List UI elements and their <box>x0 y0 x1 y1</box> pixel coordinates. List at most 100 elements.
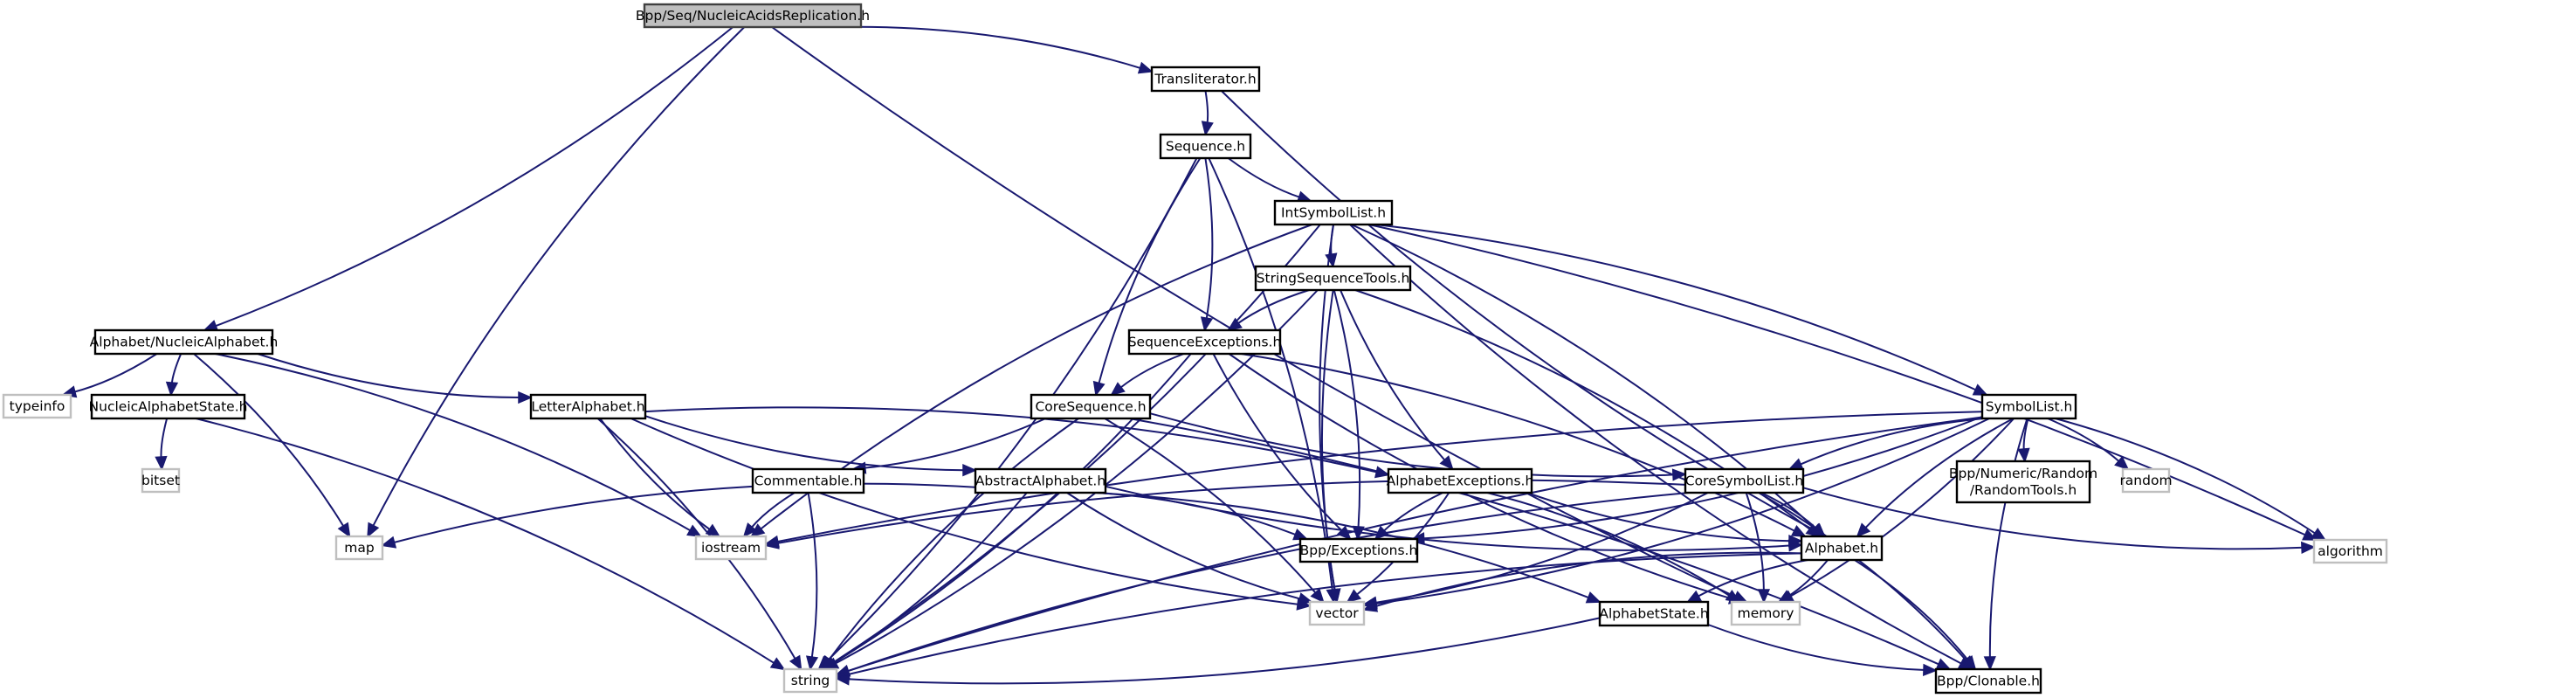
node-label: string <box>791 673 830 688</box>
node-label: AlphabetState.h <box>1599 606 1708 622</box>
arrowhead-coresequence-to-clonable <box>1935 658 1952 670</box>
edge-alphabet-to-clonable <box>1854 559 1970 662</box>
node-box-clonable[interactable] <box>1934 667 2042 695</box>
node-box-alphabetexceptions[interactable] <box>1387 467 1533 494</box>
edge-symbollist-to-algorithm <box>2055 418 2318 536</box>
node-label: Alphabet.h <box>1805 541 1878 556</box>
edge-coresequence-to-vector <box>1104 418 1318 595</box>
node-box-bitset <box>141 467 181 494</box>
node-abstractalphabet[interactable]: AbstractAlphabet.h <box>974 467 1107 494</box>
edge-sequence-to-coresequence <box>1098 157 1202 385</box>
node-box-alphabet[interactable] <box>1800 535 1884 562</box>
edge-commentable-to-string <box>807 492 818 660</box>
node-box-nucleicalphabetstate[interactable] <box>90 393 246 420</box>
node-box-coresymbollist[interactable] <box>1684 467 1805 494</box>
node-letteralphabet[interactable]: LetterAlphabet.h <box>529 393 647 420</box>
node-label: vector <box>1315 605 1359 621</box>
edge-letteralphabet-to-vector <box>630 418 1300 605</box>
node-label: map <box>344 540 374 556</box>
node-box-transliterator[interactable] <box>1150 66 1261 93</box>
node-box-randomtools[interactable] <box>1955 460 2091 504</box>
edge-alphabetstate-to-string <box>846 617 1601 685</box>
node-box-symbollist[interactable] <box>1980 393 2077 420</box>
arrowhead-symbollist-to-algorithm <box>2311 527 2327 542</box>
node-box-abstractalphabet[interactable] <box>974 467 1107 494</box>
arrowhead-alphabet-to-alphabetstate <box>1686 590 1703 603</box>
edge-stringsequencetools-to-alphabet <box>1354 289 1812 531</box>
node-box-letteralphabet[interactable] <box>529 393 647 420</box>
node-intsymbollist[interactable]: IntSymbolList.h <box>1273 199 1394 226</box>
node-sequence[interactable]: Sequence.h <box>1159 133 1252 160</box>
edge-nucleicalphabet-to-nucleicalphabetstate <box>170 353 183 385</box>
node-box-iostream <box>694 535 768 561</box>
node-box-alphabetstate[interactable] <box>1598 600 1710 627</box>
node-label: Bpp/Clonable.h <box>1937 674 2040 689</box>
edge-symbollist-to-coresymbollist <box>1798 418 1984 466</box>
node-box-coresequence[interactable] <box>1030 393 1152 420</box>
node-box-random <box>2121 467 2171 494</box>
node-transliterator[interactable]: Transliterator.h <box>1150 66 1261 93</box>
node-box-root[interactable] <box>643 3 863 29</box>
node-label: AbstractAlphabet.h <box>975 473 1105 489</box>
node-alphabetstate[interactable]: AlphabetState.h <box>1598 600 1710 627</box>
edge-coresequence-to-commentable <box>863 418 1047 469</box>
node-box-typeinfo <box>2 393 72 419</box>
node-clonable[interactable]: Bpp/Clonable.h <box>1934 667 2042 695</box>
node-iostream: iostream <box>694 535 768 561</box>
edge-intsymbollist-to-symbollist <box>1375 224 1978 391</box>
arrowhead-alphabet-to-memory <box>1777 590 1794 603</box>
arrowhead-commentable-to-iostream <box>742 522 757 538</box>
node-stringsequencetools[interactable]: StringSequenceTools.h <box>1254 265 1412 292</box>
node-random: random <box>2119 467 2173 494</box>
node-root[interactable]: Bpp/Seq/NucleicAcidsReplication.h <box>636 3 870 29</box>
node-coresequence[interactable]: CoreSequence.h <box>1030 393 1152 420</box>
arrowhead-intsymbollist-to-symbollist <box>1972 384 1988 396</box>
arrowhead-coresymbollist-to-memory <box>1757 589 1771 604</box>
node-label: /RandomTools.h <box>1970 482 2077 498</box>
node-box-sequence[interactable] <box>1159 133 1252 160</box>
arrowhead-stringsequencetools-to-alphabetexceptions <box>1439 455 1454 471</box>
edge-coresymbollist-to-algorithm <box>1802 487 2304 550</box>
node-box-nucleicalphabet[interactable] <box>93 328 274 356</box>
edge-coresequence-to-clonable <box>1129 418 1941 667</box>
node-box-commentable[interactable] <box>751 467 865 494</box>
node-symbollist[interactable]: SymbolList.h <box>1980 393 2077 420</box>
node-randomtools[interactable]: Bpp/Numeric/Random/RandomTools.h <box>1949 460 2097 504</box>
node-nucleicalphabetstate[interactable]: NucleicAlphabetState.h <box>89 393 248 420</box>
arrowhead-alphabetexceptions-to-vector <box>1346 589 1362 604</box>
node-commentable[interactable]: Commentable.h <box>751 467 865 494</box>
node-label: Commentable.h <box>754 473 863 489</box>
node-sequenceexceptions[interactable]: SequenceExceptions.h <box>1127 328 1282 356</box>
edge-sequence-to-sequenceexceptions <box>1204 157 1214 321</box>
arrowhead-nucleicalphabet-to-letteralphabet <box>518 390 533 404</box>
edge-symbollist-to-vector <box>1374 418 1990 605</box>
node-box-bppexceptions[interactable] <box>1298 537 1419 563</box>
node-label: iostream <box>701 540 761 556</box>
node-box-memory <box>1730 600 1801 626</box>
arrowhead-coresymbollist-to-algorithm <box>2301 541 2316 554</box>
edge-abstractalphabet-to-string <box>831 492 1028 665</box>
edge-commentable-to-iostream <box>750 492 796 529</box>
node-box-intsymbollist[interactable] <box>1273 199 1394 226</box>
arrowhead-symbollist-to-randomtools <box>2017 447 2030 463</box>
node-bitset: bitset <box>141 467 181 494</box>
edge-nucleicalphabet-to-map <box>193 353 346 529</box>
edge-coresymbollist-to-clonable <box>1758 492 1968 662</box>
node-box-stringsequencetools[interactable] <box>1254 265 1412 292</box>
node-label: IntSymbolList.h <box>1281 205 1386 221</box>
node-coresymbollist[interactable]: CoreSymbolList.h <box>1684 467 1805 494</box>
node-box-sequenceexceptions[interactable] <box>1127 328 1282 356</box>
edge-intsymbollist-to-clonable <box>1349 224 1963 666</box>
edge-symbollist-to-iostream <box>775 411 1983 543</box>
edge-symbollist-to-clonable <box>1988 418 2028 660</box>
node-nucleicalphabet[interactable]: Alphabet/NucleicAlphabet.h <box>90 328 279 356</box>
edge-abstractalphabet-to-bppexceptions <box>1094 492 1298 536</box>
node-box-string <box>782 667 838 694</box>
node-alphabetexceptions[interactable]: AlphabetExceptions.h <box>1387 467 1534 494</box>
node-string: string <box>782 667 838 694</box>
arrowhead-alphabetstate-to-clonable <box>1923 663 1938 677</box>
edge-abstractalphabet-to-alphabet <box>1105 485 1792 551</box>
node-alphabet[interactable]: Alphabet.h <box>1800 535 1884 562</box>
node-bppexceptions[interactable]: Bpp/Exceptions.h <box>1298 537 1419 563</box>
